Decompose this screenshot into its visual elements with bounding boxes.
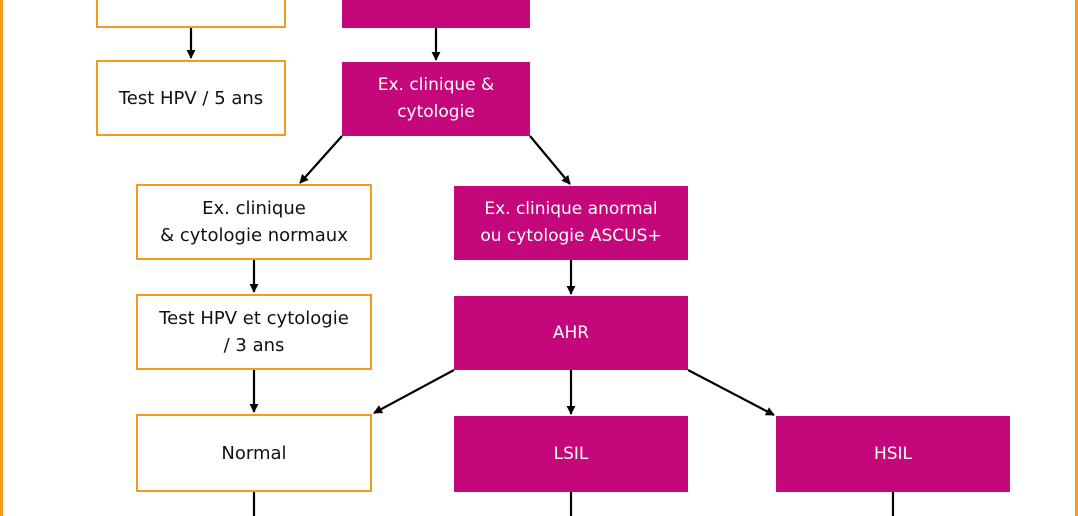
arrow-exam-to-normal-exam <box>299 135 343 184</box>
hsil-box: HSIL <box>776 416 1010 492</box>
exam-normal-box: Ex. clinique & cytologie normaux <box>136 184 372 260</box>
top-center-box <box>342 0 530 28</box>
ahr-box: AHR <box>454 296 688 370</box>
exam-cytology-box: Ex. clinique & cytologie <box>342 62 530 136</box>
arrow-ahr-to-normal <box>373 369 455 414</box>
top-left-box <box>96 0 286 28</box>
exam-abnormal-box: Ex. clinique anormal ou cytologie ASCUS+ <box>454 186 688 260</box>
normal-box: Normal <box>136 414 372 492</box>
test-hpv-5-ans-box: Test HPV / 5 ans <box>96 60 286 136</box>
test-hpv-3-ans-box: Test HPV et cytologie / 3 ans <box>136 294 372 370</box>
arrow-exam-to-abnormal-exam <box>529 135 571 185</box>
arrow-ahr-to-hsil <box>687 369 775 416</box>
lsil-box: LSIL <box>454 416 688 492</box>
